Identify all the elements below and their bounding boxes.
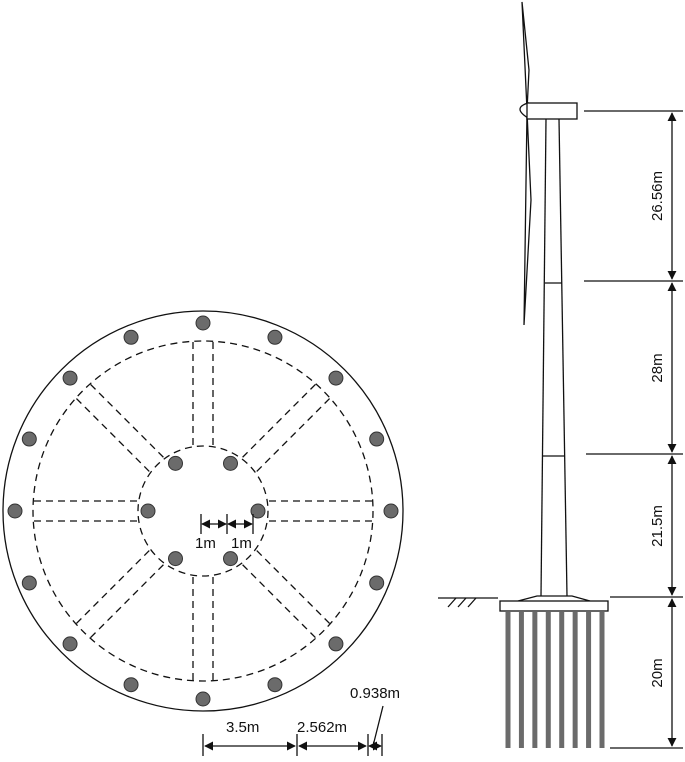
tower-right-edge: [558, 118, 568, 597]
outer-pile: [267, 329, 283, 345]
radius-outer-label: 0.938m: [350, 685, 400, 702]
outer-pile: [369, 431, 385, 447]
foundation-pedestal: [517, 595, 591, 602]
tower-left-edge: [540, 118, 547, 597]
turbine-elevation-view: [438, 1, 683, 749]
radius-inner-label: 3.5m: [226, 719, 259, 736]
blade-upper: [521, 1, 530, 111]
radius-outer-leader: [373, 705, 384, 743]
ground-hatch-1: [447, 597, 457, 608]
pile-spacing-label-1: 1m: [195, 535, 216, 552]
outer-pile: [369, 575, 385, 591]
tower-lower-label: 21.5m: [649, 505, 666, 547]
outer-pile: [123, 677, 139, 693]
inner-pile: [223, 455, 238, 471]
outer-pile-ring: [7, 315, 399, 707]
rib-edge: [242, 564, 316, 639]
outer-pile: [62, 636, 78, 652]
outer-pile: [62, 370, 78, 386]
nacelle: [526, 102, 578, 120]
foundation-dashed-middle-ring: [32, 340, 374, 682]
outer-pile: [267, 677, 283, 693]
rib-edge: [75, 398, 150, 472]
tower-middle-label: 28m: [649, 353, 666, 382]
blade-lower: [523, 111, 532, 326]
outer-pile: [21, 575, 37, 591]
rib-edge: [256, 398, 331, 472]
foundation-outer-circle: [2, 310, 404, 712]
foundation-dashed-inner-ring: [137, 445, 269, 577]
ground-hatch-3: [467, 597, 477, 608]
tower-upper-label: 26.56m: [649, 171, 666, 221]
foundation-plan-view: [2, 310, 404, 756]
outer-pile: [195, 315, 211, 331]
inner-pile: [250, 503, 266, 519]
inner-pile: [168, 455, 183, 471]
inner-pile: [223, 551, 238, 567]
outer-pile: [195, 691, 211, 707]
ground-hatch-2: [457, 597, 467, 608]
inner-pile-ring: [140, 455, 266, 567]
dashed-radial-ribs: [34, 342, 372, 680]
rib-edge: [256, 550, 331, 624]
rib-edge: [90, 564, 164, 639]
inner-pile: [140, 503, 156, 519]
outer-pile: [383, 503, 399, 519]
outer-pile: [7, 503, 23, 519]
elevation-piles: [505, 612, 605, 748]
outer-pile: [328, 370, 344, 386]
pile-spacing-label-2: 1m: [231, 535, 252, 552]
outer-pile: [328, 636, 344, 652]
rib-edge: [90, 383, 164, 458]
rib-edge: [242, 383, 316, 458]
radius-middle-label: 2.562m: [297, 719, 347, 736]
outer-pile: [123, 329, 139, 345]
outer-pile: [21, 431, 37, 447]
rib-edge: [75, 550, 150, 624]
foundation-slab: [499, 600, 609, 612]
pile-length-label: 20m: [649, 658, 666, 687]
inner-pile: [168, 551, 183, 567]
